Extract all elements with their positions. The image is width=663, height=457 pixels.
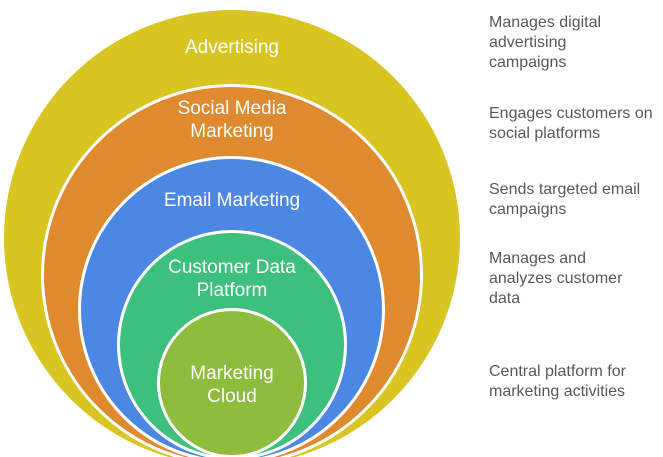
ring-label-customer-data-platform: Customer Data Platform xyxy=(168,257,296,301)
ring-label-advertising: Advertising xyxy=(185,37,279,58)
description-customer-data-platform: Manages and analyzes customer data xyxy=(489,250,623,307)
ring-label-social-media-marketing: Social Media Marketing xyxy=(177,98,287,142)
description-email-marketing: Sends targeted email campaigns xyxy=(489,181,641,218)
ring-label-marketing-cloud: Marketing Cloud xyxy=(190,363,274,407)
ring-label-email-marketing: Email Marketing xyxy=(163,190,301,211)
description-social-media-marketing: Engages customers on social platforms xyxy=(489,105,653,142)
description-advertising: Manages digital advertising campaigns xyxy=(489,14,602,71)
description-marketing-cloud: Central platform for marketing activitie… xyxy=(489,363,626,400)
ring-marketing-cloud xyxy=(157,308,307,457)
